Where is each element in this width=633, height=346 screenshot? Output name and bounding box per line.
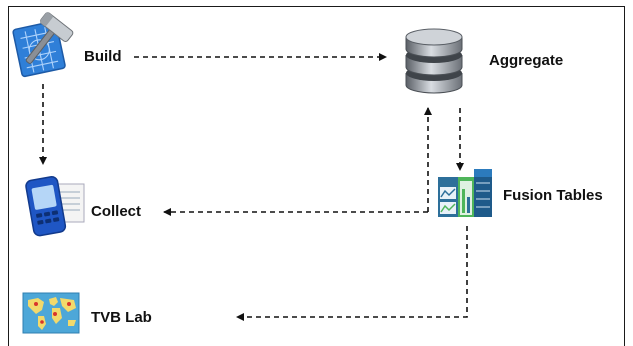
diagram-frame [8, 6, 625, 346]
database-cylinder-icon [405, 28, 463, 94]
connector-layer [39, 53, 468, 321]
node-label-tvb-lab: TVB Lab [91, 309, 152, 326]
node-label-aggregate: Aggregate [489, 52, 564, 69]
edge-fusion-tvb [236, 226, 468, 321]
phone-device-icon [25, 176, 85, 237]
node-label-fusion-tables: Fusion Tables [503, 187, 603, 204]
diagram-canvas: Build Aggregate [8, 6, 625, 346]
fusion-tables-icon [438, 169, 492, 217]
world-map-icon [22, 292, 80, 334]
xcode-hammer-blueprint-icon [12, 12, 74, 78]
node-label-build: Build [84, 48, 122, 65]
node-label-collect: Collect [91, 203, 142, 220]
